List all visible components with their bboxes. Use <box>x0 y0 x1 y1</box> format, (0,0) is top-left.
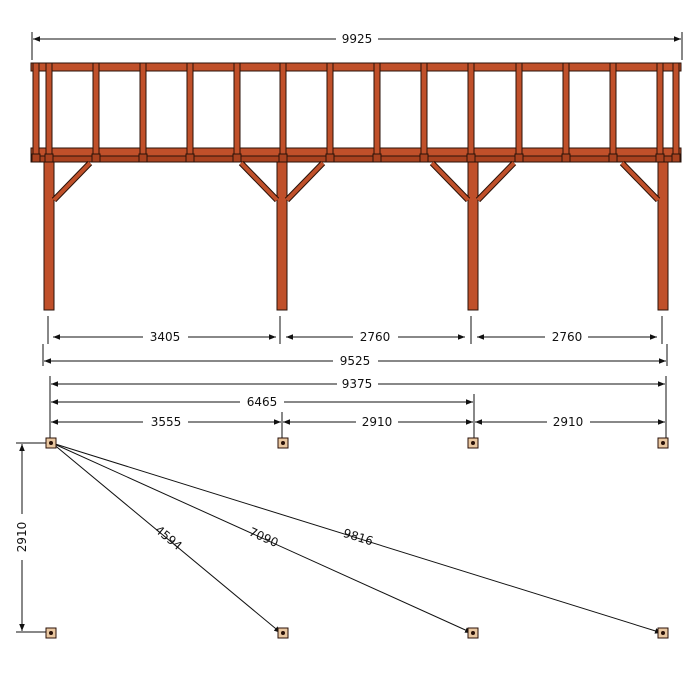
dimension-plan-depth: 2910 <box>15 442 46 633</box>
stud-joint-16 <box>671 153 681 163</box>
brace-3-right <box>476 161 516 202</box>
stud-5 <box>186 62 194 163</box>
stud-joint-1 <box>31 153 41 163</box>
footing-anchor-2 <box>281 441 285 445</box>
footing-anchor-6 <box>281 631 285 635</box>
footing-anchor-7 <box>471 631 475 635</box>
stud-joint-3 <box>91 153 101 163</box>
footing-anchor-3 <box>471 441 475 445</box>
post-1 <box>43 161 55 311</box>
diagonal-lines: 4594 7090 9816 <box>51 442 663 634</box>
middle-beam <box>30 147 682 157</box>
diagonal-label-2: 7090 <box>247 525 281 550</box>
stud-7 <box>279 62 287 163</box>
dimension-plan-cumulative: 6465 <box>51 394 475 440</box>
stud-joint-4 <box>138 153 148 163</box>
span-label-2: 2760 <box>360 330 391 344</box>
stud-joint-7 <box>278 153 288 163</box>
stud-6 <box>233 62 241 163</box>
stud-joint-13 <box>561 153 571 163</box>
stud-2 <box>45 62 53 163</box>
stud-4 <box>139 62 147 163</box>
stud-15 <box>656 62 664 163</box>
span-label-3: 2760 <box>552 330 583 344</box>
stud-3 <box>92 62 100 163</box>
footing-anchor-4 <box>661 441 665 445</box>
brace-1-right <box>52 161 92 202</box>
posts <box>43 160 669 311</box>
stud-joint-12 <box>514 153 524 163</box>
footing-anchor-8 <box>661 631 665 635</box>
stud-16 <box>672 62 680 163</box>
dimension-plan-spans: 3555 2910 2910 <box>51 412 665 440</box>
span-label-1: 3405 <box>150 330 181 344</box>
stud-1 <box>32 62 40 163</box>
stud-joint-5 <box>185 153 195 163</box>
stud-9 <box>373 62 381 163</box>
stud-13 <box>562 62 570 163</box>
brace-4-left <box>620 161 660 202</box>
brace-3-left <box>430 161 470 202</box>
dimension-overall-top: 9925 <box>31 32 683 60</box>
footing-anchor-1 <box>49 441 53 445</box>
stud-10 <box>420 62 428 163</box>
top-beam <box>30 62 682 72</box>
stud-joint-9 <box>372 153 382 163</box>
footings <box>45 437 669 639</box>
stud-joint-8 <box>325 153 335 163</box>
stud-11 <box>467 62 475 163</box>
post-3 <box>467 161 479 311</box>
plan-view: 9375 6465 3555 2910 2910 <box>15 376 669 639</box>
stud-14 <box>609 62 617 163</box>
brace-2-left <box>239 161 279 202</box>
elevation-view: 9925 3405 2760 2760 <box>30 32 683 368</box>
stud-joint-10 <box>419 153 429 163</box>
dimension-spans-elevation: 3405 2760 2760 <box>47 316 663 344</box>
stud-joint-15 <box>655 153 665 163</box>
footing-anchor-5 <box>49 631 53 635</box>
dimension-overall-bottom: 9525 <box>42 344 668 368</box>
stud-joint-6 <box>232 153 242 163</box>
rafters <box>31 62 681 163</box>
post-4 <box>657 161 669 311</box>
span-label-3: 2910 <box>553 415 584 429</box>
stud-joint-11 <box>466 153 476 163</box>
diagonal-label-3: 9816 <box>342 526 375 548</box>
post-2 <box>276 161 288 311</box>
dimension-label: 2910 <box>15 522 29 553</box>
stud-joint-2 <box>44 153 54 163</box>
dimension-label: 9925 <box>342 32 373 46</box>
stud-12 <box>515 62 523 163</box>
stud-8 <box>326 62 334 163</box>
dimension-label: 6465 <box>247 395 278 409</box>
dimension-label: 9525 <box>340 354 371 368</box>
dimension-label: 9375 <box>342 377 373 391</box>
stud-joint-14 <box>608 153 618 163</box>
span-label-1: 3555 <box>151 415 182 429</box>
roof-frame <box>30 62 682 163</box>
eave-beam <box>30 155 682 163</box>
dimension-plan-overall: 9375 <box>49 376 667 440</box>
span-label-2: 2910 <box>362 415 393 429</box>
brace-2-right <box>285 161 325 202</box>
